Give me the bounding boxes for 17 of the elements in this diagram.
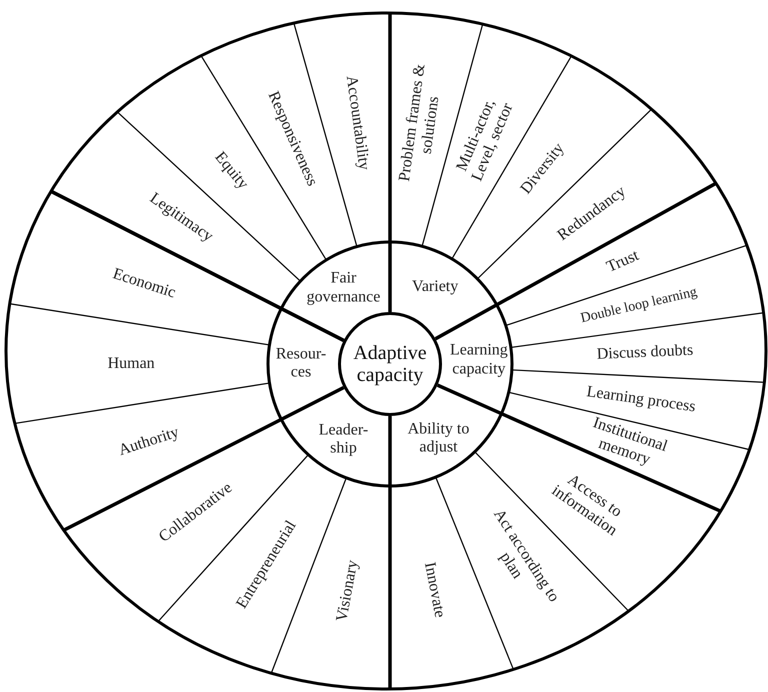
- dimension-label: Learning capacity: [442, 342, 516, 378]
- center-circle: Adaptive capacity: [338, 312, 442, 416]
- dimension-label: Variety: [400, 278, 470, 296]
- indicator-label: Innovate: [420, 560, 448, 619]
- dimension-label: Ability to adjust: [398, 420, 478, 458]
- indicator-label: Visionary: [333, 558, 363, 623]
- indicator-label: Discuss doubts: [596, 342, 694, 364]
- indicator-label: Double loop learning: [579, 284, 699, 328]
- indicator-label: Accountability: [341, 74, 372, 172]
- dimension-label: Resour- ces: [271, 346, 331, 382]
- indicator-label: Problem frames & solutions: [395, 56, 450, 190]
- dimension-label: Leader- ship: [311, 421, 376, 458]
- indicator-label: Learning process: [585, 382, 696, 416]
- indicator-label: Authority: [116, 424, 181, 461]
- indicator-label: Trust: [604, 246, 642, 277]
- indicator-label: Human: [108, 354, 155, 374]
- dimension-label: Fair governance: [295, 270, 392, 306]
